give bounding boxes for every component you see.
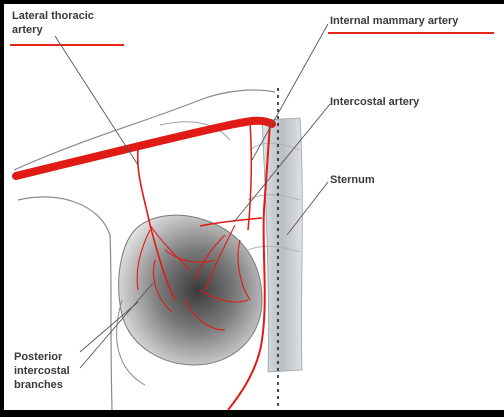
clavicle-line [159,121,231,141]
internal-mammary-branch [247,123,253,231]
left-border [0,0,4,417]
lateral-thoracic-leader [54,35,139,166]
internal-mammary-vessel [227,123,271,411]
intercostal-label: Intercostal artery [330,96,420,108]
posterior-leader-2 [79,282,154,369]
bottom-border [0,410,504,417]
sternum-shape [261,117,303,373]
posterior-intercostal-label: Posterior intercostal branches [14,351,70,391]
top-border [0,0,504,4]
breast-lower-outline [116,299,146,386]
sternum-leader [286,181,329,236]
posterior-leader-1 [79,301,139,353]
internal-mammary-label: Internal mammary artery [330,15,459,27]
rib-lines [247,142,301,253]
lateral-thoracic-label: Lateral thoracic artery [12,10,94,36]
arm-outline [17,196,113,411]
intercostal-leader [233,103,331,223]
breast-branches [136,224,251,331]
sternum-label: Sternum [330,174,375,186]
intercostal-vessel [199,217,263,227]
subclavian-artery [12,116,276,180]
breast-shape [118,214,263,366]
shoulder-outline [13,89,276,171]
internal-mammary-leader [251,23,329,161]
